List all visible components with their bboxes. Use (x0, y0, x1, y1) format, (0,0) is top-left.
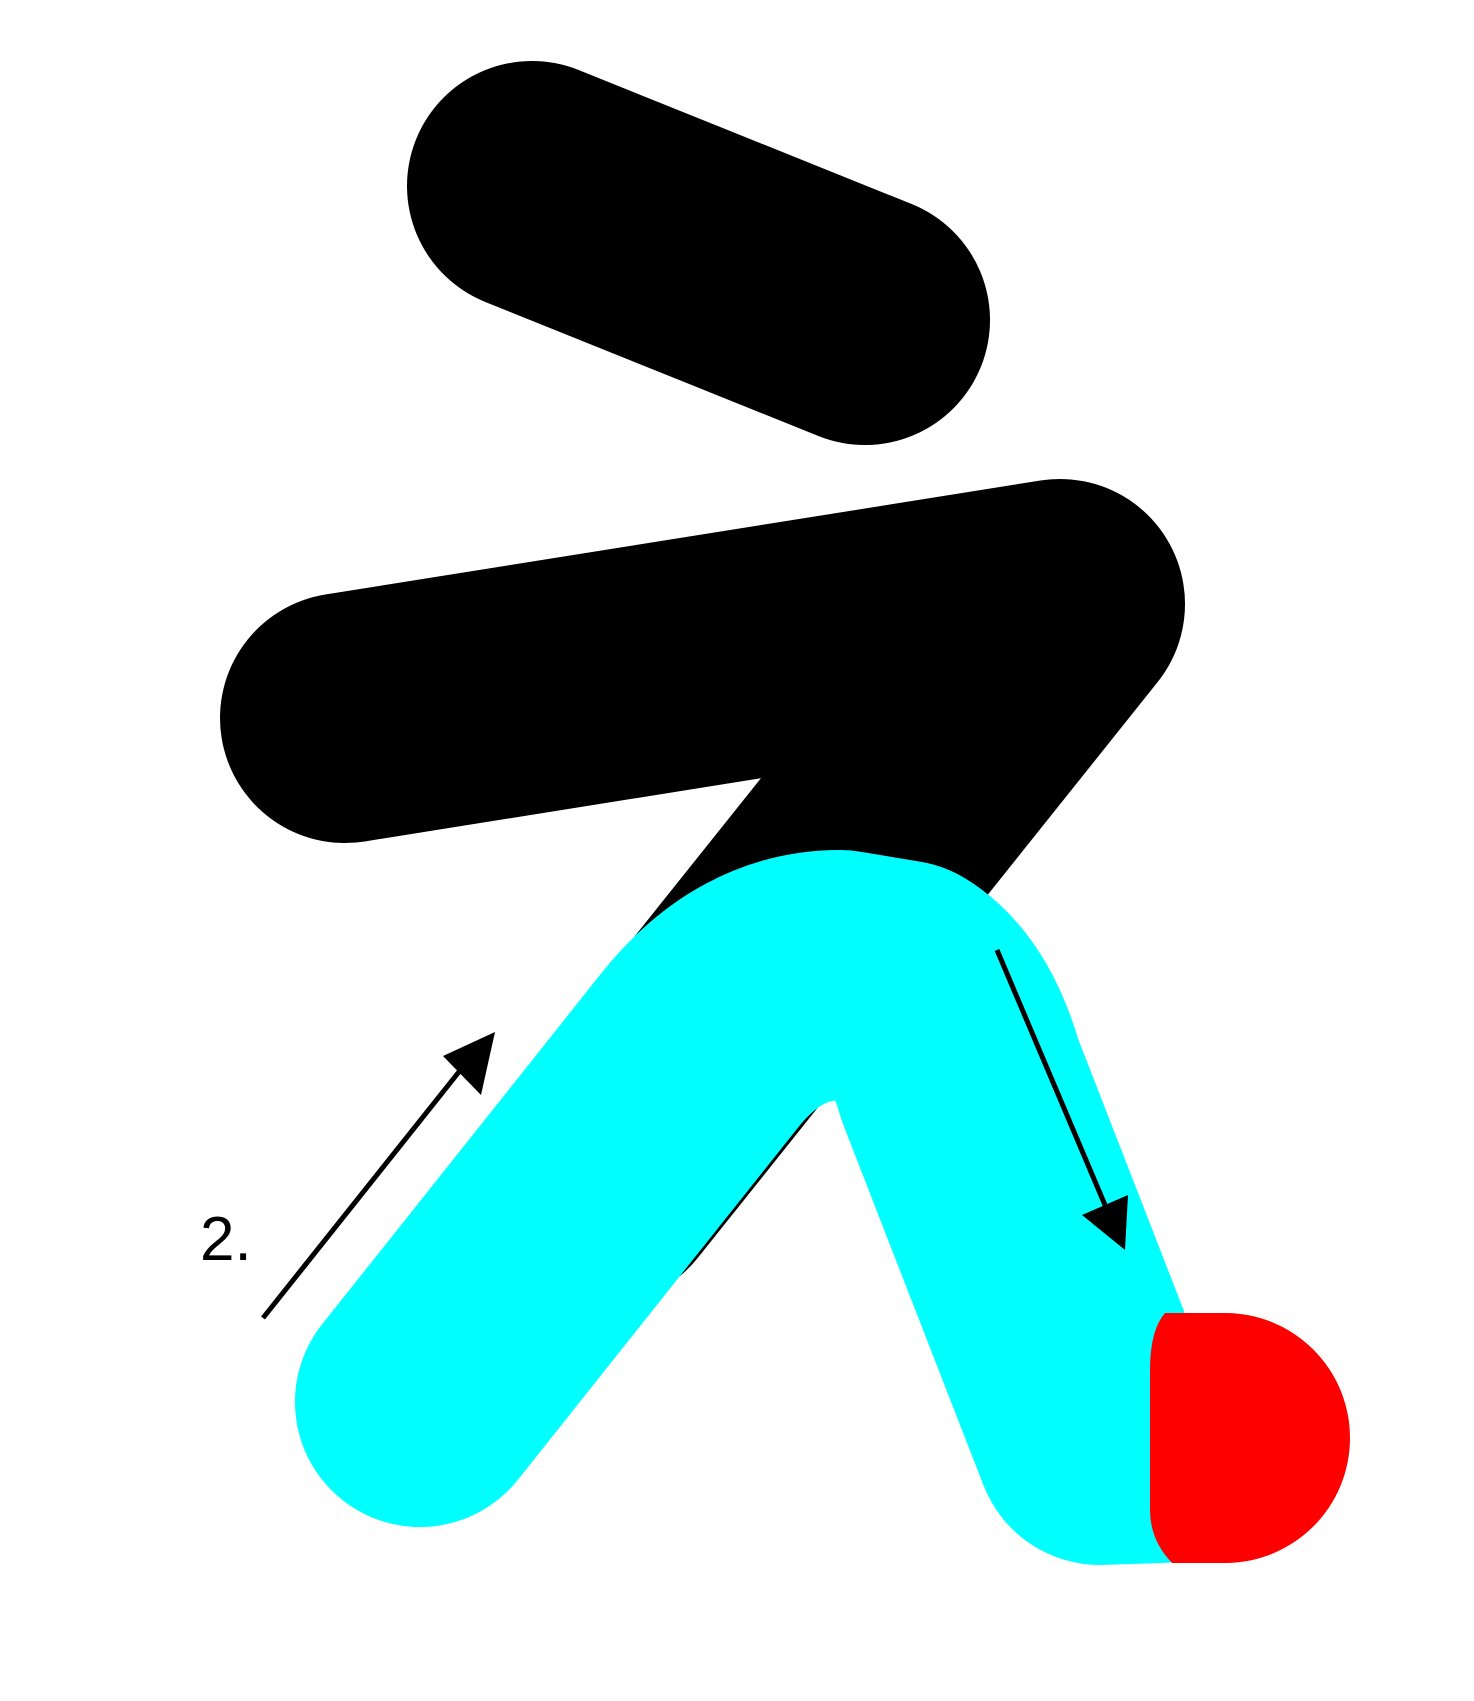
arrow-down-right-head (1082, 1195, 1128, 1250)
stroke-end-cap (1150, 1313, 1350, 1563)
lower-highlighted-stroke (295, 850, 1285, 1565)
arrow-down-right-shaft (994, 949, 1108, 1206)
arrow-up-right (261, 1032, 495, 1320)
step-number-label: 2. (200, 1205, 252, 1274)
arrow-up-right-head (443, 1032, 495, 1095)
upper-short-stroke (407, 61, 990, 445)
arrow-down-right (994, 949, 1128, 1250)
arrow-up-right-shaft (261, 1066, 464, 1320)
